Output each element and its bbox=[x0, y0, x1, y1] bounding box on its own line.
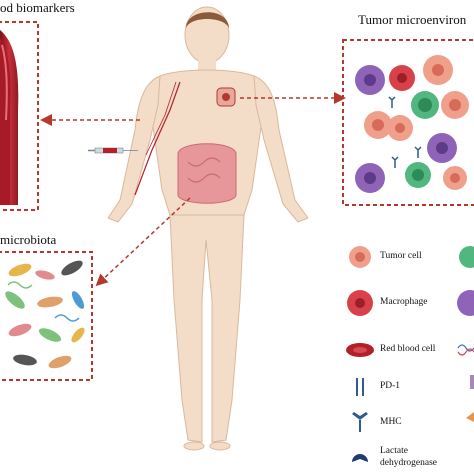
tme-tumor-cell-3 bbox=[364, 111, 392, 139]
tme-tcell-2 bbox=[405, 162, 431, 188]
legend-mhc-icon bbox=[352, 412, 368, 432]
legend-tumor-cell-label: Tumor cell bbox=[380, 251, 422, 261]
legend-pd1-icon bbox=[356, 378, 364, 396]
tme-tumor-cell-4 bbox=[387, 115, 413, 141]
human-body-figure bbox=[88, 6, 309, 451]
legend-tumor-cell-icon bbox=[349, 246, 371, 268]
tme-macrophage-1 bbox=[355, 65, 385, 95]
tumor-microenvironment-panel bbox=[342, 39, 474, 206]
microbiota-panel bbox=[0, 251, 93, 381]
legend-ldh-icon bbox=[352, 454, 368, 462]
legend-partial-icon-right-1 bbox=[470, 375, 474, 389]
tme-tumor-cell-5 bbox=[443, 166, 467, 190]
microbiota-title: microbiota bbox=[0, 232, 57, 247]
legend-purple-cell-icon bbox=[457, 290, 474, 316]
tme-receptors bbox=[388, 96, 422, 168]
legend-red-blood-cell-icon bbox=[346, 343, 374, 357]
legend-macrophage-label: Macrophage bbox=[380, 297, 428, 307]
legend-dna-icon bbox=[457, 344, 474, 356]
tme-tcell-1 bbox=[411, 91, 439, 119]
legend-red-blood-cell-label: Red blood cell bbox=[380, 344, 436, 354]
tme-macrophage-2 bbox=[389, 65, 415, 91]
legend-pd1-label: PD-1 bbox=[380, 381, 401, 391]
blood-vessel-panel bbox=[0, 21, 39, 211]
legend-partial-icon-right-2 bbox=[466, 412, 474, 422]
blood-biomarkers-title: od biomarkers bbox=[0, 0, 75, 15]
legend-ldh-label-line1: Lactate bbox=[380, 446, 408, 456]
tumor-microenvironment-title: Tumor microenviron bbox=[358, 12, 467, 27]
tme-purple-cell-1 bbox=[427, 133, 457, 163]
legend-ldh-label-line2: dehydrogenase bbox=[380, 458, 437, 468]
tme-tumor-cell-2 bbox=[441, 91, 469, 119]
legend-mhc-label: MHC bbox=[380, 417, 402, 427]
legend-macrophage-icon bbox=[347, 290, 373, 316]
legend-t-cell-icon bbox=[459, 246, 474, 268]
tme-tumor-cell-1 bbox=[423, 55, 453, 85]
tme-macrophage-3 bbox=[355, 163, 385, 193]
syringe-icon bbox=[88, 147, 138, 154]
